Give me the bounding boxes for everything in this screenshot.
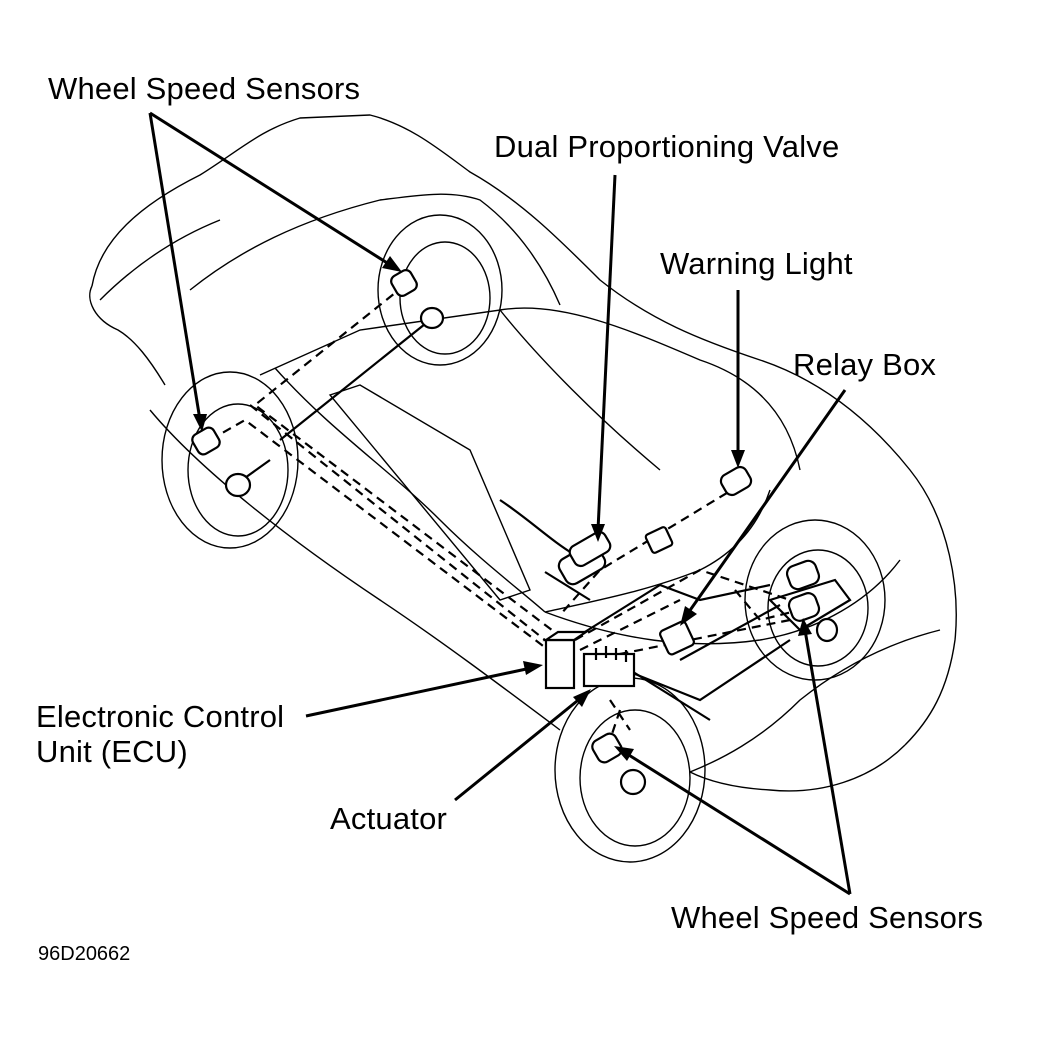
dual-proportioning-valve-part — [557, 530, 612, 586]
ecu-part — [542, 630, 590, 690]
warning-light-part — [719, 465, 753, 497]
wheel-speed-sensor-rear-right — [390, 269, 418, 297]
wheel-speed-sensor-rear-left — [191, 426, 221, 456]
callout-arrows — [148, 111, 852, 896]
label-wheel-speed-sensors-top: Wheel Speed Sensors — [48, 71, 361, 106]
label-relay-box: Relay Box — [793, 347, 937, 382]
actuator-part — [582, 646, 636, 688]
rear-left-wheel — [161, 371, 299, 549]
wheel-speed-sensor-front-left — [591, 732, 647, 796]
label-warning-light: Warning Light — [660, 246, 853, 281]
label-actuator: Actuator — [330, 801, 448, 836]
car-body-outline — [89, 114, 957, 792]
label-dual-proportioning-valve: Dual Proportioning Valve — [494, 129, 840, 164]
label-ecu-line2: Unit (ECU) — [36, 734, 188, 769]
wiring-harness — [209, 284, 801, 741]
rear-left-hub — [224, 472, 252, 498]
rear-right-hub — [419, 306, 445, 330]
label-wheel-speed-sensors-bottom: Wheel Speed Sensors — [671, 900, 984, 935]
front-right-sensor-assembly — [767, 559, 852, 643]
figure-code: 96D20662 — [38, 943, 131, 965]
relay-box-part — [659, 620, 695, 656]
label-ecu-line1: Electronic Control — [36, 699, 285, 734]
rear-right-wheel — [377, 214, 503, 366]
junction-block — [644, 526, 674, 554]
